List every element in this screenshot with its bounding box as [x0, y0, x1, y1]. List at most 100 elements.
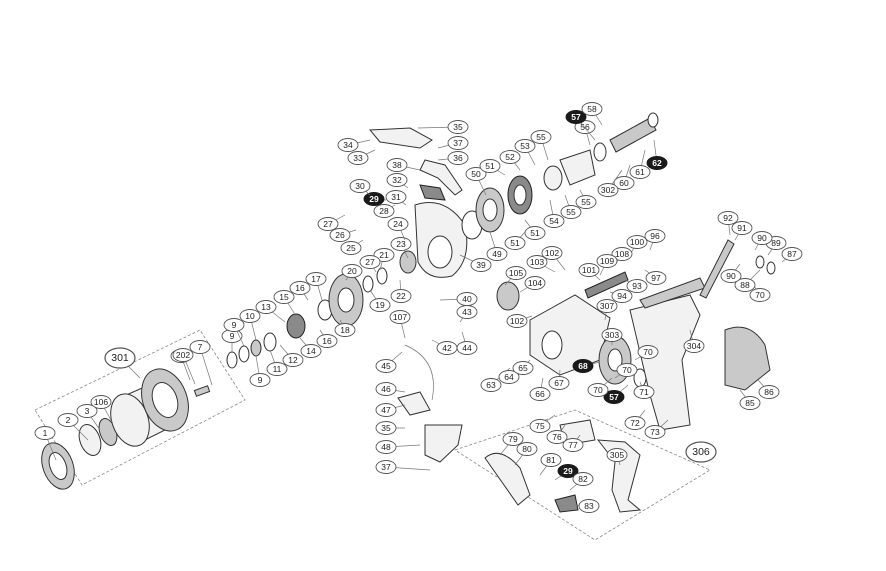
- part-label-text: 57: [571, 112, 581, 122]
- part-label-text: 101: [582, 265, 596, 275]
- part-label-oval: [530, 130, 552, 144]
- part-label-oval: [526, 255, 548, 269]
- part-label-text: 25: [346, 243, 356, 253]
- part-label-text: 202: [176, 350, 190, 360]
- part-label-oval: [456, 305, 478, 319]
- part-label-text: 103: [530, 257, 544, 267]
- part-label-oval: [611, 289, 633, 303]
- part-label-text: 97: [651, 273, 661, 283]
- part-label-text: 17: [311, 274, 321, 284]
- part-label-oval: [541, 246, 563, 260]
- part-label-text: 32: [392, 175, 402, 185]
- part-label-text: 303: [605, 330, 619, 340]
- part-label-oval: [587, 383, 609, 397]
- part-label-text: 302: [601, 185, 615, 195]
- part-label-oval: [90, 395, 112, 409]
- part-label-text: 19: [375, 300, 385, 310]
- part-label-text: 307: [600, 301, 614, 311]
- part-label-oval: [644, 229, 666, 243]
- part-label-oval: [645, 271, 667, 285]
- part-label-text: 94: [617, 291, 627, 301]
- part-label-oval: [601, 328, 623, 342]
- part-label-text: 13: [261, 302, 271, 312]
- part-label-text: 38: [392, 160, 402, 170]
- part-label-oval: [611, 247, 633, 261]
- group-label-text: 306: [692, 446, 710, 458]
- part-label-text: 42: [442, 343, 452, 353]
- part-label-oval: [606, 448, 628, 462]
- part-label-text: 76: [552, 432, 562, 442]
- part-label-text: 16: [295, 283, 305, 293]
- part-label-text: 67: [554, 378, 564, 388]
- part-label-oval: [572, 472, 594, 486]
- group-label-oval: [685, 441, 717, 463]
- part-label-text: 82: [578, 474, 588, 484]
- part-label-text: 304: [687, 341, 701, 351]
- part-label-oval: [734, 278, 756, 292]
- part-label-oval: [646, 156, 668, 170]
- part-label-text: 55: [566, 207, 576, 217]
- part-label-oval: [578, 263, 600, 277]
- part-label-text: 63: [486, 380, 496, 390]
- part-label-oval: [613, 176, 635, 190]
- part-label-text: 37: [453, 138, 463, 148]
- part-label-oval: [560, 205, 582, 219]
- part-label-text: 81: [546, 455, 556, 465]
- part-label-text: 55: [581, 197, 591, 207]
- part-label-text: 18: [340, 325, 350, 335]
- part-label-oval: [341, 264, 363, 278]
- part-label-text: 104: [528, 278, 542, 288]
- part-label-text: 51: [485, 161, 495, 171]
- part-label-text: 9: [258, 375, 263, 385]
- part-label-oval: [543, 214, 565, 228]
- part-label-oval: [375, 421, 397, 435]
- part-label-text: 96: [650, 231, 660, 241]
- part-label-text: 305: [610, 450, 624, 460]
- part-label-oval: [390, 289, 412, 303]
- part-label-text: 105: [509, 268, 523, 278]
- part-label-text: 29: [369, 194, 379, 204]
- part-label-oval: [597, 183, 619, 197]
- part-label-text: 102: [545, 248, 559, 258]
- part-label-text: 27: [323, 219, 333, 229]
- part-label-oval: [498, 370, 520, 384]
- part-label-oval: [375, 440, 397, 454]
- part-label-oval: [334, 323, 356, 337]
- part-label-text: 70: [643, 347, 653, 357]
- part-label-text: 79: [508, 434, 518, 444]
- part-label-text: 45: [381, 361, 391, 371]
- part-label-oval: [626, 279, 648, 293]
- part-label-text: 47: [381, 405, 391, 415]
- part-label-text: 89: [771, 238, 781, 248]
- part-label-text: 28: [379, 206, 389, 216]
- part-label-text: 33: [353, 153, 363, 163]
- part-label-text: 11: [273, 364, 282, 374]
- part-label-oval: [758, 385, 780, 399]
- part-label-oval: [373, 204, 395, 218]
- part-label-oval: [375, 403, 397, 417]
- part-label-text: 30: [355, 181, 365, 191]
- part-label-oval: [347, 151, 369, 165]
- part-label-oval: [504, 236, 526, 250]
- part-label-oval: [633, 385, 655, 399]
- part-label-oval: [239, 309, 261, 323]
- part-label-text: 85: [745, 398, 755, 408]
- part-label-text: 34: [343, 140, 353, 150]
- part-label-oval: [340, 241, 362, 255]
- part-label-text: 73: [650, 427, 660, 437]
- part-label-oval: [456, 341, 478, 355]
- part-label-text: 91: [737, 223, 747, 233]
- part-label-text: 87: [787, 249, 797, 259]
- part-label-text: 43: [462, 307, 472, 317]
- part-label-oval: [282, 353, 304, 367]
- part-label-oval: [375, 382, 397, 396]
- part-label-text: 54: [549, 216, 559, 226]
- group-label-text: 301: [111, 352, 129, 364]
- part-label-oval: [529, 387, 551, 401]
- part-label-oval: [616, 363, 638, 377]
- part-label-text: 9: [230, 331, 235, 341]
- part-label-text: 107: [393, 312, 407, 322]
- part-label-text: 44: [462, 343, 472, 353]
- part-label-text: 57: [609, 392, 619, 402]
- part-label-text: 3: [85, 406, 90, 416]
